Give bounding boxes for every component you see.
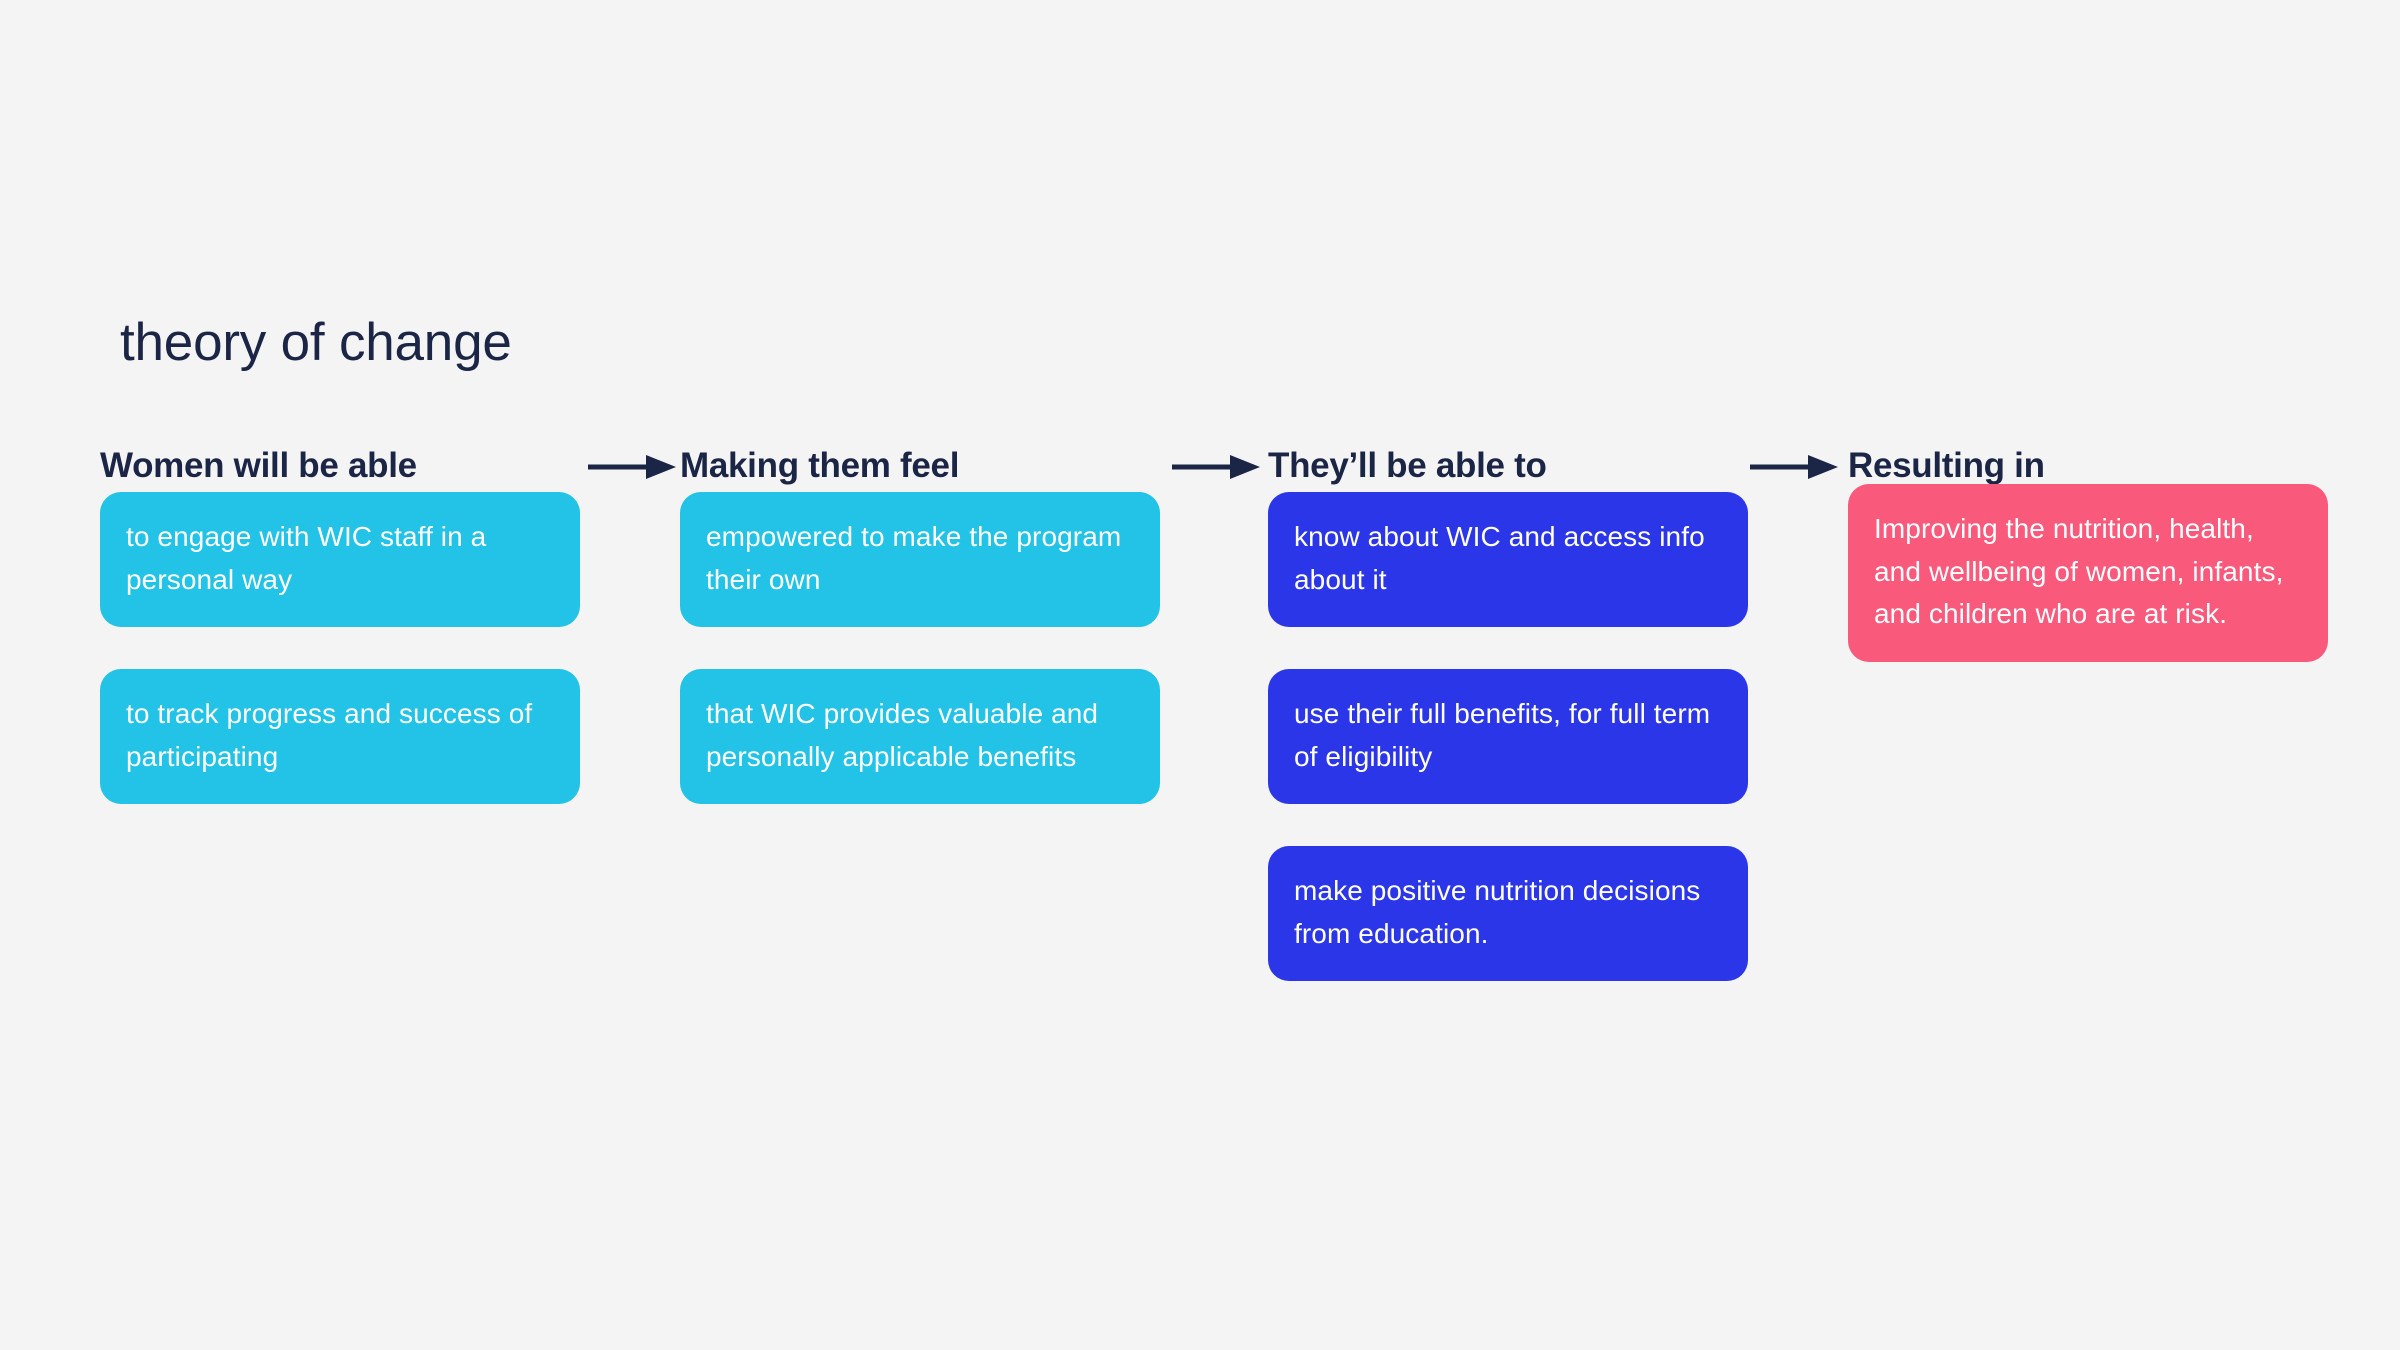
card-item[interactable]: know about WIC and access info about it: [1268, 492, 1748, 628]
card-item[interactable]: that WIC provides valuable and personall…: [680, 669, 1160, 805]
card-item[interactable]: to engage with WIC staff in a personal w…: [100, 492, 580, 628]
arrow-right-icon: [1750, 453, 1838, 481]
card-list: empowered to make the program their own …: [680, 492, 1160, 805]
column-resulting-in: Resulting in Improving the nutrition, he…: [1848, 440, 2328, 662]
column-header: Women will be able: [100, 446, 417, 485]
arrow-right-icon: [1172, 453, 1260, 481]
card-item[interactable]: use their full benefits, for full term o…: [1268, 669, 1748, 805]
card-item[interactable]: to track progress and success of partici…: [100, 669, 580, 805]
column-theyll-be-able-to: They’ll be able to know about WIC and ac…: [1268, 440, 1748, 982]
column-header: They’ll be able to: [1268, 446, 1547, 485]
column-header: Making them feel: [680, 446, 960, 485]
card-item[interactable]: empowered to make the program their own: [680, 492, 1160, 628]
card-list: Improving the nutrition, health, and wel…: [1848, 484, 2328, 662]
column-women-will-be-able: Women will be able to engage with WIC st…: [100, 440, 580, 805]
arrow-right-icon: [588, 453, 676, 481]
column-header: Resulting in: [1848, 446, 2045, 485]
card-item[interactable]: make positive nutrition decisions from e…: [1268, 846, 1748, 982]
card-list: to engage with WIC staff in a personal w…: [100, 492, 580, 805]
column-making-them-feel: Making them feel empowered to make the p…: [680, 440, 1160, 805]
card-list: know about WIC and access info about it …: [1268, 492, 1748, 982]
card-item[interactable]: Improving the nutrition, health, and wel…: [1848, 484, 2328, 662]
page-title: theory of change: [120, 313, 512, 372]
